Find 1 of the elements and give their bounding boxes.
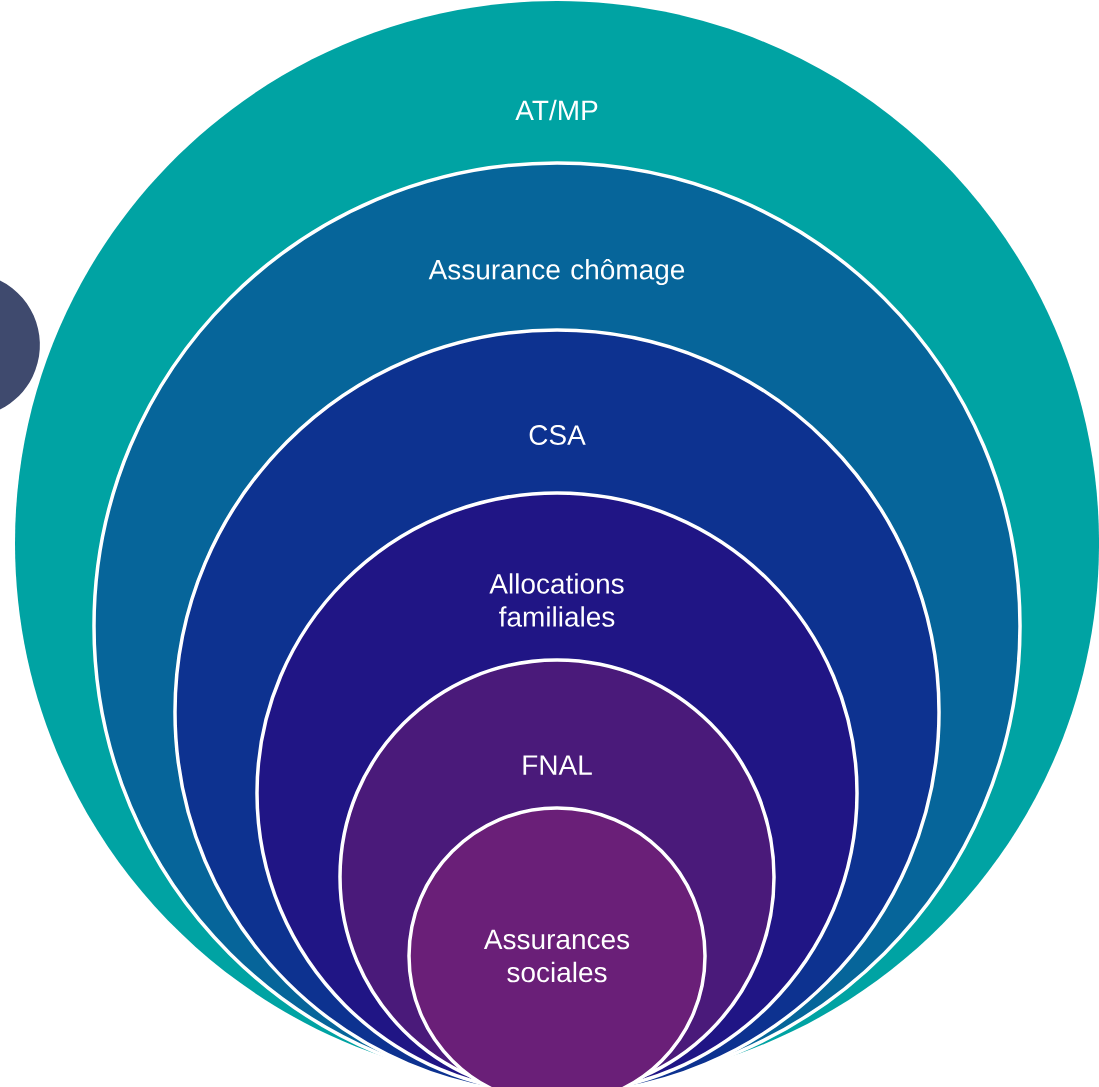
circle-band: Assurances sociales: [407, 806, 707, 1087]
